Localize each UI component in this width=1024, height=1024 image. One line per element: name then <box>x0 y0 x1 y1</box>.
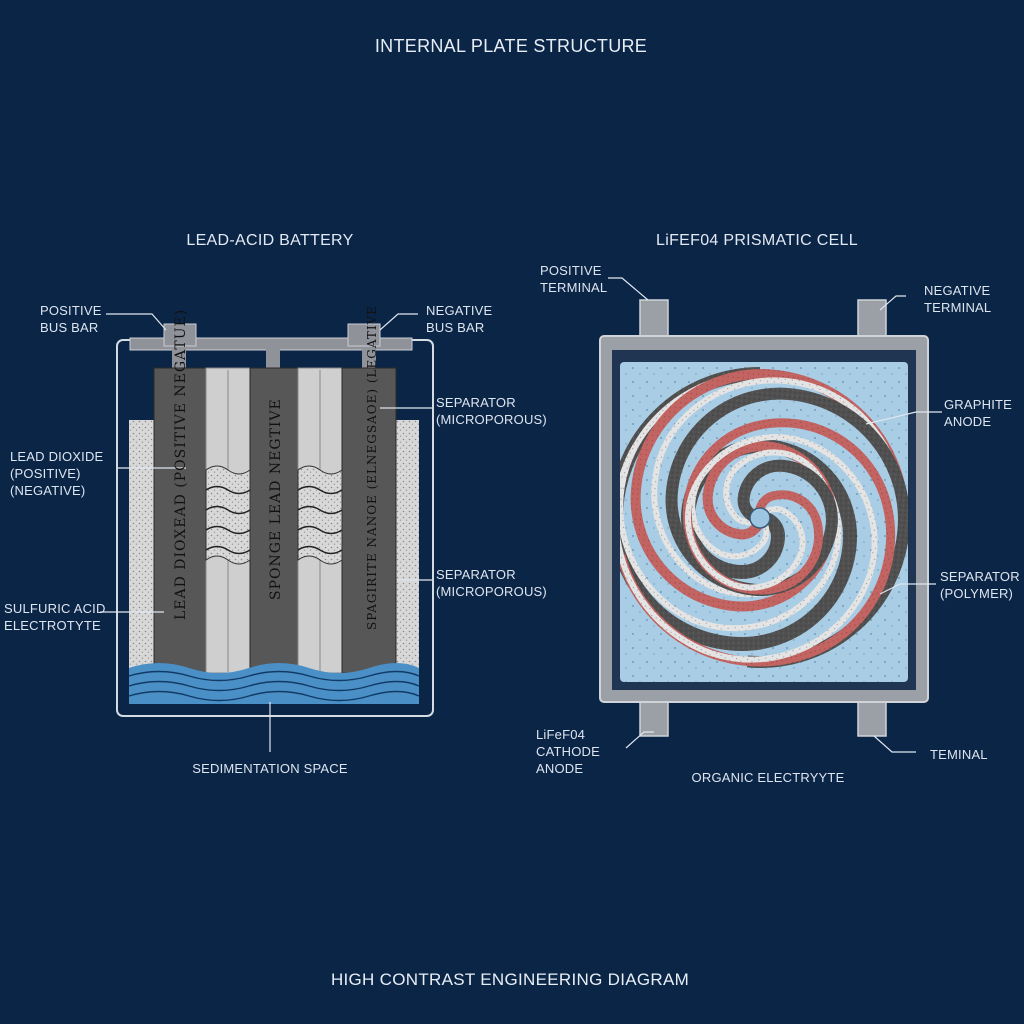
label-positive-terminal: POSITIVE TERMINAL <box>540 263 608 295</box>
lifepo4-title: LiFEF04 PRISMATIC CELL <box>656 232 858 249</box>
page-title: INTERNAL PLATE STRUCTURE <box>374 36 648 56</box>
label-separator-polymer: SEPARATOR (POLYMER) <box>940 569 1020 601</box>
plate-text-1: LEAD DIOXEAD (POSITIVE NEGATUE) <box>173 309 189 620</box>
plate-text-2: SPONGE LEAD NEGTIVE <box>268 398 284 600</box>
label-negative-bus-bar: NEGATIVE BUS BAR <box>426 303 493 335</box>
label-organic-electrolyte: ORGANIC ELECTRYYTE <box>691 770 845 785</box>
label-graphite-anode: GRAPHITE ANODE <box>944 397 1013 429</box>
lead-acid-battery <box>100 313 434 752</box>
label-sedimentation-space: SEDIMENTATION SPACE <box>192 761 348 776</box>
label-terminal: TEMINAL <box>930 747 988 762</box>
label-separator-bottom: SEPARATOR (MICROPOROUS) <box>436 567 547 599</box>
label-separator-top: SEPARATOR (MICROPOROUS) <box>436 395 547 427</box>
label-negative-terminal: NEGATIVE TERMINAL <box>924 283 992 315</box>
lifepo4-cell <box>599 277 942 753</box>
footer-caption: HIGH CONTRAST ENGINEERING DIAGRAM <box>330 970 690 989</box>
label-sulfuric-acid: SULFURIC ACID ELECTROTYTE <box>4 601 106 633</box>
label-cathode: LiFeF04 CATHODE ANODE <box>536 727 600 776</box>
label-lead-dioxide: LEAD DIOXIDE (POSITIVE) (NEGATIVE) <box>10 449 104 498</box>
plate-text-3: SPAGIRITE NANOE (ELNEGSAOE) (LEGATIVE <box>365 305 379 630</box>
label-positive-bus-bar: POSITIVE BUS BAR <box>40 303 102 335</box>
lead-acid-title: LEAD-ACID BATTERY <box>186 232 354 249</box>
